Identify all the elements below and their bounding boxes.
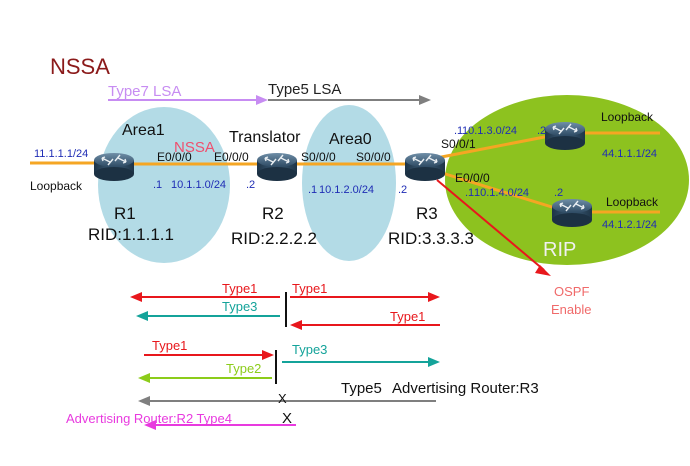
flow-b-type1-bottom-arrowhead xyxy=(290,320,302,330)
flow-e-type4-arrowhead xyxy=(144,420,156,430)
link-r3-ra xyxy=(425,131,566,162)
r3-host-up: .1 xyxy=(454,125,463,137)
type5-lsa-label: Type5 LSA xyxy=(268,81,341,98)
type7-lsa-label: Type7 LSA xyxy=(108,83,181,100)
router-r2-icon xyxy=(256,152,298,182)
r2-rid: RID:2.2.2.2 xyxy=(231,229,317,248)
type7-lsa-arrowhead xyxy=(256,95,268,105)
r1-name: R1 xyxy=(114,204,136,223)
r2-if-left-label: E0/0/0 xyxy=(214,150,249,164)
area0-label: Area0 xyxy=(329,131,372,148)
r3-if-e000-label: E0/0/0 xyxy=(455,171,490,185)
r3-rid: RID:3.3.3.3 xyxy=(388,229,474,248)
net-r1-r2: 10.1.1.0/24 xyxy=(171,179,226,191)
flow-a-type1-arrowhead xyxy=(130,292,142,302)
area0-region xyxy=(302,105,396,261)
flow-b-type1-top-arrowhead xyxy=(428,292,440,302)
flow-c-type3-label: Type3 xyxy=(292,342,327,357)
rb-host: .2 xyxy=(554,187,563,199)
r3-if-s001-label: S0/0/1 xyxy=(441,137,476,151)
ospf-enable-arrow xyxy=(436,179,545,271)
ospf-enable-arrowhead xyxy=(535,265,551,276)
flow-c-type1-label: Type1 xyxy=(152,338,187,353)
r1-loopback-net: 11.1.1.1/24 xyxy=(34,148,88,160)
r1-if-label: E0/0/0 xyxy=(157,150,192,164)
flow-c-type2-arrowhead xyxy=(138,373,150,383)
area1-label: Area1 xyxy=(122,122,165,139)
diagram-title: NSSA xyxy=(50,54,110,79)
flow-a-type3-arrowhead xyxy=(136,311,148,321)
ra-net: 44.1.1.1/24 xyxy=(602,148,657,160)
r1-rid: RID:1.1.1.1 xyxy=(88,225,174,244)
area1-region xyxy=(98,107,230,263)
translator-label: Translator xyxy=(229,129,301,146)
router-r3-icon xyxy=(404,152,446,182)
type5-lsa-arrowhead xyxy=(419,95,431,105)
net-r3-ra: 10.1.3.0/24 xyxy=(462,125,517,137)
flow-a-type1-label: Type1 xyxy=(222,281,257,296)
ospf-enable-line2: Enable xyxy=(551,302,591,317)
flow-c-type2-label: Type2 xyxy=(226,361,261,376)
ra-host: .2 xyxy=(537,125,546,137)
link-r3-rb xyxy=(425,166,569,214)
nssa-label: NSSA xyxy=(174,139,215,156)
flow-b-type1-bottom-label: Type1 xyxy=(390,309,425,324)
r2-host-right: .1 xyxy=(308,184,317,196)
flow-a-type3-label: Type3 xyxy=(222,299,257,314)
router-ra-icon xyxy=(544,121,586,151)
r3-host-left: .2 xyxy=(398,184,407,196)
rb-loopback-label: Loopback xyxy=(606,195,659,209)
flow-d-adv-label: Advertising Router:R3 xyxy=(392,380,539,397)
flow-x-mark-2: X xyxy=(282,410,292,427)
net-r3-rb: 10.1.4.0/24 xyxy=(474,187,529,199)
flow-d-type5-arrowhead xyxy=(138,396,150,406)
r3-host-down: .1 xyxy=(465,187,474,199)
router-r1-icon xyxy=(93,152,135,182)
flow-c-type3-arrowhead xyxy=(428,357,440,367)
router-rb-icon xyxy=(551,198,593,228)
r3-name: R3 xyxy=(416,204,438,223)
ra-loopback-label: Loopback xyxy=(601,110,654,124)
flow-x-mark-1: X xyxy=(278,391,287,406)
rip-region xyxy=(445,95,689,265)
flow-d-type5-label: Type5 xyxy=(341,380,382,397)
r2-host-left: .2 xyxy=(246,179,255,191)
flow-e-adv-label: Advertising Router:R2 Type4 xyxy=(66,411,232,426)
rb-net: 44.1.2.1/24 xyxy=(602,219,657,231)
r1-loopback-label: Loopback xyxy=(30,179,83,193)
ospf-enable-line1: OSPF xyxy=(554,284,589,299)
r3-if-left-label: S0/0/0 xyxy=(356,150,391,164)
flow-c-type1-arrowhead xyxy=(262,350,274,360)
flow-b-type1-top-label: Type1 xyxy=(292,281,327,296)
r2-name: R2 xyxy=(262,204,284,223)
r2-if-right-label: S0/0/0 xyxy=(301,150,336,164)
r1-host: .1 xyxy=(153,179,162,191)
net-r2-r3: 10.1.2.0/24 xyxy=(319,184,374,196)
rip-label: RIP xyxy=(543,239,576,261)
